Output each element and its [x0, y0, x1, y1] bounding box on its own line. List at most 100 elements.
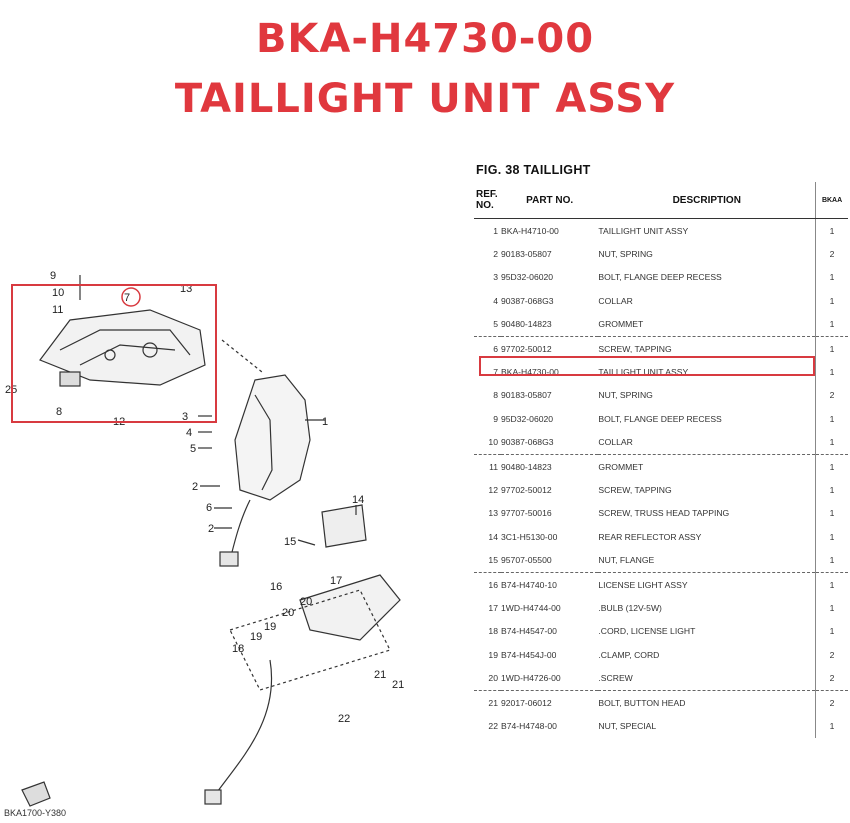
description-cell: NUT, SPRING — [598, 390, 653, 401]
part-no-cell: 95D32-06020 — [500, 272, 554, 283]
qty-cell: 1 — [815, 596, 848, 620]
qty-cell: 2 — [815, 643, 848, 667]
ref-cell: 8 — [493, 390, 498, 401]
part-no-cell: 92017-06012 — [500, 689, 599, 715]
description-cell: BOLT, FLANGE DEEP RECESS — [598, 413, 722, 424]
callout-9: 9 — [50, 270, 56, 282]
description-cell: COLLAR — [598, 437, 633, 448]
ref-cell: 4 — [493, 295, 498, 306]
description-cell: REAR REFLECTOR ASSY — [598, 531, 702, 542]
taillight-unit-1-shape — [234, 374, 311, 501]
callout-10: 10 — [52, 287, 64, 299]
part-no-cell: B74-H4748-00 — [500, 720, 557, 731]
part-no-cell: B74-H454J-00 — [500, 649, 557, 660]
header-ref: REF. NO. — [474, 182, 501, 219]
part-no-cell: B74-H4547-00 — [500, 626, 557, 637]
description-cell: .CORD, LICENSE LIGHT — [598, 626, 696, 637]
figure-title: FIG. 38 TAILLIGHT — [476, 163, 591, 177]
part-no-cell: 3C1-H5130-00 — [500, 531, 558, 542]
qty-cell: 2 — [815, 689, 848, 715]
ref-cell: 10 — [488, 437, 498, 448]
description-cell: BOLT, FLANGE DEEP RECESS — [598, 272, 722, 283]
ref-cell: 14 — [488, 531, 498, 542]
qty-cell: 1 — [815, 501, 848, 526]
description-cell: NUT, SPRING — [598, 249, 653, 260]
header-description: DESCRIPTION — [598, 182, 816, 219]
description-cell: .BULB (12V-5W) — [598, 602, 662, 613]
part-no-cell: 90480-14823 — [500, 453, 599, 479]
callout-5: 5 — [190, 443, 196, 455]
description-cell: SCREW, TRUSS HEAD TAPPING — [598, 508, 730, 519]
header-qty: BKAA — [815, 182, 848, 219]
part-no-cell: 90183-05807 — [500, 249, 552, 260]
callout-19: 19 — [264, 621, 276, 633]
qty-cell: 1 — [815, 289, 848, 313]
part-no-cell: 95D32-06020 — [500, 413, 554, 424]
part-no-cell: 1WD-H4726-00 — [500, 673, 561, 684]
qty-cell: 1 — [815, 335, 848, 361]
qty-cell: 2 — [815, 242, 848, 266]
description-cell: SCREW, TAPPING — [598, 484, 672, 495]
callout-2a: 2 — [192, 481, 198, 493]
qty-cell: 1 — [815, 525, 848, 549]
callout-21: 21 — [374, 669, 386, 681]
table-header-row: REF. NO. PART NO. DESCRIPTION BKAA — [474, 182, 848, 219]
ref-cell: 9 — [493, 413, 498, 424]
callout-13: 13 — [180, 283, 192, 295]
ref-cell: 11 — [474, 453, 501, 479]
ref-cell: 2 — [493, 249, 498, 260]
ref-cell: 15 — [488, 555, 498, 566]
part-no-cell: 90387-068G3 — [500, 437, 554, 448]
description-cell: GROMMET — [598, 319, 644, 330]
description-cell: .SCREW — [598, 673, 633, 684]
description-cell: GROMMET — [598, 453, 816, 479]
part-name-heading: TAILLIGHT UNIT ASSY — [174, 76, 676, 122]
diagram-callouts: 9 10 11 7 13 25 8 12 3 4 5 1 2 6 2 14 15… — [5, 270, 404, 725]
ref-cell: 5 — [493, 319, 498, 330]
description-cell: BOLT, BUTTON HEAD — [598, 689, 816, 715]
taillight-unit-7-shape — [39, 309, 206, 386]
callout-18: 18 — [232, 643, 244, 655]
callout-14: 14 — [352, 494, 364, 506]
callout-20: 20 — [300, 596, 312, 608]
ref-cell: 1 — [493, 225, 498, 236]
qty-cell: 1 — [815, 478, 848, 502]
ref-cell: 3 — [493, 272, 498, 283]
part-number-heading: BKA-H4730-00 — [255, 16, 595, 62]
qty-cell: 1 — [815, 265, 848, 290]
header-part-no: PART NO. — [500, 182, 599, 219]
callout-19b: 19 — [250, 631, 262, 643]
description-cell: NUT, FLANGE — [598, 555, 655, 566]
qty-cell: 1 — [815, 430, 848, 455]
part-no-cell: BKA-H4710-00 — [500, 225, 559, 236]
qty-cell: 1 — [815, 714, 848, 738]
callout-7: 7 — [124, 292, 130, 304]
part-no-cell: 90480-14823 — [500, 319, 552, 330]
ref-cell: 17 — [488, 602, 498, 613]
callout-2b: 2 — [208, 523, 214, 535]
callout-22: 22 — [338, 713, 350, 725]
qty-cell: 1 — [815, 218, 848, 243]
license-light-shape — [299, 574, 401, 641]
part-no-cell: B74-H4740-10 — [500, 571, 599, 597]
ref-cell: 21 — [474, 689, 501, 715]
callout-8: 8 — [56, 406, 62, 418]
description-cell: TAILLIGHT UNIT ASSY — [598, 367, 689, 378]
ref-cell: 13 — [488, 508, 498, 519]
callout-16: 16 — [270, 581, 282, 593]
qty-cell: 1 — [815, 619, 848, 644]
